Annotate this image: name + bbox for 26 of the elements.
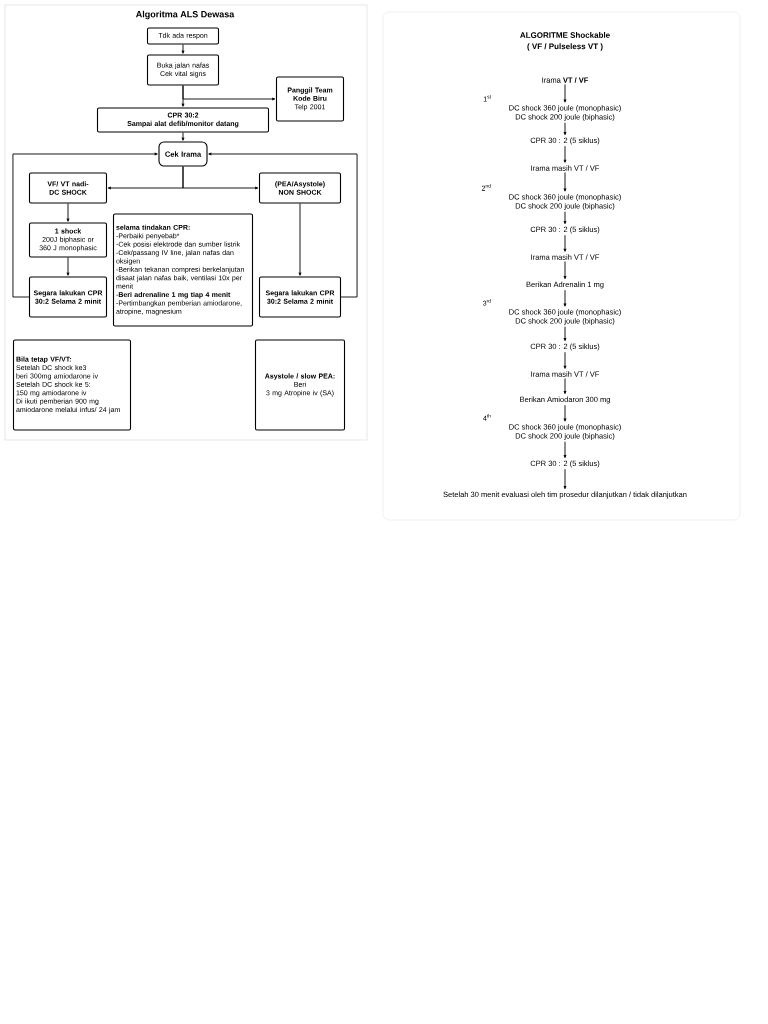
- arrow: [563, 289, 567, 307]
- arrow: [563, 326, 567, 342]
- arrow: [563, 172, 567, 192]
- arrow: [563, 145, 567, 163]
- arrow: [563, 84, 567, 103]
- arrow: [181, 132, 185, 141]
- arrow: [208, 152, 358, 298]
- arrow: [563, 404, 567, 422]
- arrow: [181, 44, 185, 54]
- arrow: [563, 261, 567, 280]
- arrow: [563, 441, 567, 459]
- arrow: [66, 257, 70, 276]
- arrow: [182, 166, 259, 190]
- arrow: [563, 351, 567, 369]
- heading: ALGORITME Shockable: [520, 32, 610, 38]
- arrow: [298, 203, 302, 276]
- arrow: [66, 203, 70, 222]
- arrow: [563, 468, 567, 490]
- arrow: [563, 211, 567, 225]
- arrow: [563, 234, 567, 252]
- arrow: [563, 378, 567, 395]
- arrow: [182, 85, 276, 101]
- arrow: [12, 152, 158, 298]
- title: Algoritma ALS Dewasa: [135, 10, 235, 20]
- arrow: [563, 122, 567, 136]
- heading: ( VF / Pulseless VT ): [527, 43, 603, 51]
